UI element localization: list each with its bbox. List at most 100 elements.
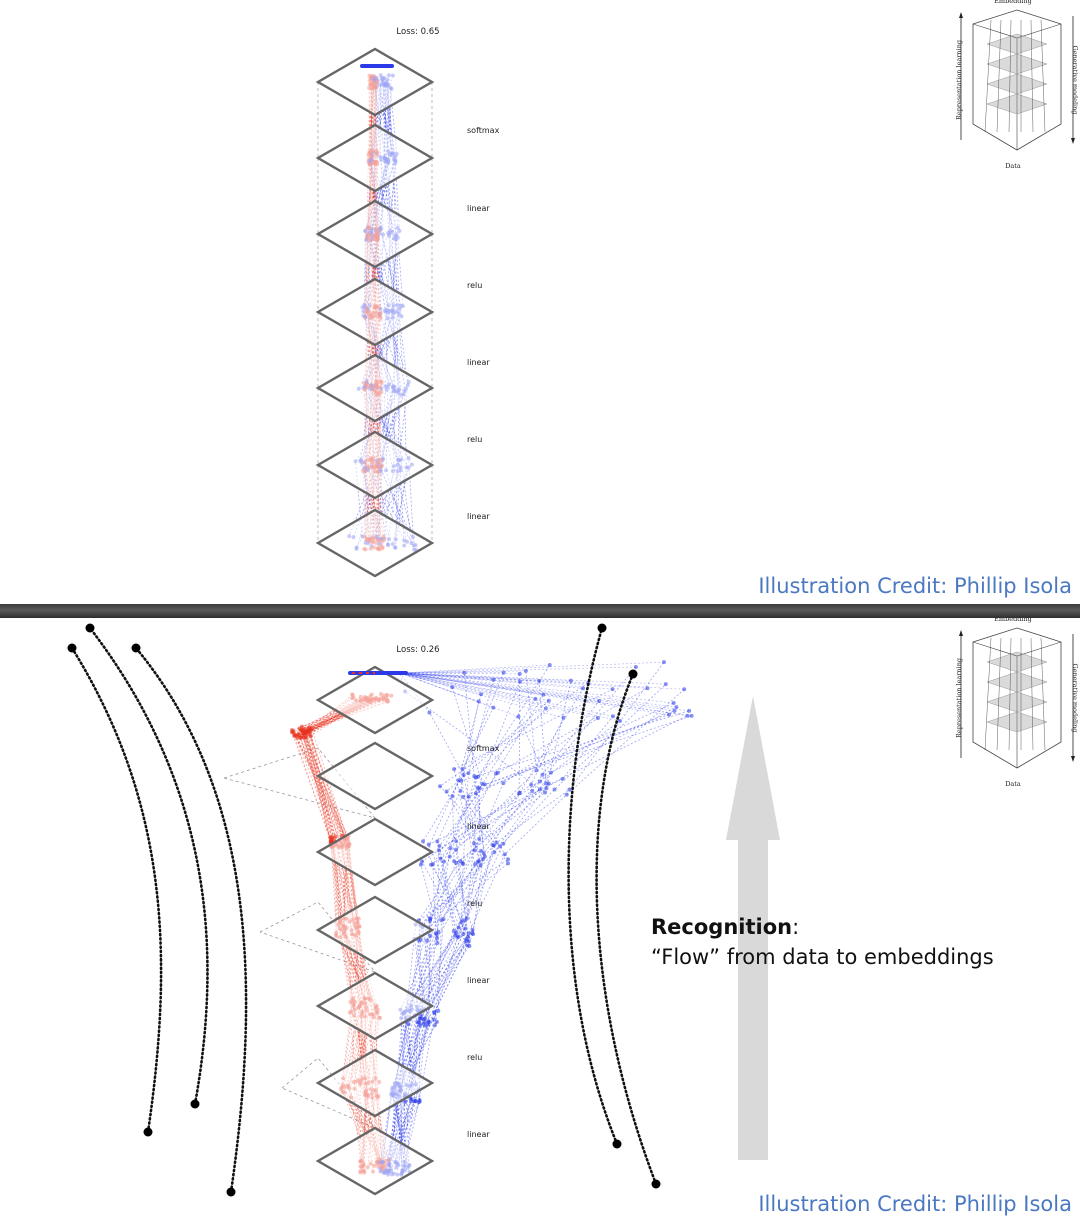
dotted-flow-curve	[595, 672, 658, 1186]
point-class-b	[689, 713, 694, 718]
point-class-b	[610, 687, 615, 692]
point-class-b	[418, 1016, 423, 1021]
point-class-b	[560, 776, 565, 781]
loss-label: Loss: 0.26	[396, 645, 439, 655]
point-class-b	[403, 1099, 408, 1104]
point-class-b	[421, 839, 426, 844]
trajectory-class-b	[399, 672, 600, 702]
concept-cube	[972, 627, 1062, 769]
layer-op-label: linear	[467, 358, 490, 367]
layer-edge	[223, 747, 377, 819]
point-class-b	[461, 918, 466, 923]
point-class-b	[427, 918, 432, 923]
point-class-b	[424, 938, 429, 943]
point-class-b	[543, 781, 548, 786]
concept-flow-line	[984, 19, 992, 133]
point-class-b	[432, 1010, 437, 1015]
point-class-b	[478, 863, 483, 868]
point-class-b	[423, 1020, 428, 1025]
point-class-b	[533, 696, 538, 701]
layer-plane	[315, 1126, 435, 1196]
layer-op-label: linear	[467, 1130, 490, 1139]
point-class-b	[534, 768, 539, 773]
point-class-b	[517, 791, 522, 796]
concept-left-arrowhead	[959, 630, 963, 636]
point-class-b	[465, 943, 470, 948]
point-class-b	[450, 794, 455, 799]
layer-plane	[315, 971, 435, 1041]
trajectory-class-b	[399, 666, 636, 674]
concept-layer-plane	[986, 671, 1048, 693]
trajectory-class-b	[400, 715, 688, 1173]
point-class-b	[431, 1017, 436, 1022]
concept-right-label: Generative modeling	[1071, 664, 1079, 733]
point-class-b	[456, 925, 461, 930]
point-class-b	[480, 781, 485, 786]
concept-flow-line	[996, 637, 1002, 751]
point-class-a	[302, 731, 307, 736]
point-class-b	[452, 767, 457, 772]
point-class-b	[438, 856, 443, 861]
point-class-b	[448, 846, 453, 851]
trajectory-class-b	[399, 672, 613, 690]
dotted-flow-curve	[70, 646, 163, 1134]
concept-layer-plane	[986, 53, 1048, 75]
flow-curve-start-dot	[612, 1139, 622, 1149]
point-class-b	[493, 771, 498, 776]
point-class-b	[418, 862, 423, 867]
point-class-b	[435, 940, 440, 945]
trajectory-class-b	[399, 672, 648, 689]
point-class-b	[674, 705, 679, 710]
point-class-b	[523, 668, 528, 673]
layer-plane	[315, 508, 435, 578]
point-class-b	[454, 847, 459, 852]
flow-curve-start-dot	[143, 1127, 153, 1137]
point-class-b	[458, 788, 463, 793]
point-class-b	[518, 679, 523, 684]
point-class-b	[453, 933, 458, 938]
recognition-caption: Recognition: “Flow” from data to embeddi…	[651, 912, 994, 972]
layer-plane	[315, 277, 435, 347]
layer-op-label: relu	[467, 435, 482, 444]
concept-top-label: Embedding	[994, 618, 1032, 623]
trajectory-class-b	[399, 672, 598, 719]
layer-op-label: softmax	[467, 126, 500, 135]
layer-op-label: linear	[467, 512, 490, 521]
point-class-b	[672, 708, 677, 713]
point-class-b	[436, 1008, 441, 1013]
layer-plane	[315, 817, 435, 887]
point-class-b	[406, 1022, 411, 1027]
concept-flow-line	[984, 637, 992, 751]
trajectory-class-b	[399, 672, 677, 708]
point-class-b	[552, 787, 557, 792]
point-class-b	[517, 671, 522, 676]
point-class-b	[417, 1020, 422, 1025]
point-class-b	[471, 841, 476, 846]
point-class-b	[442, 859, 447, 864]
point-class-b	[617, 718, 622, 723]
point-class-b	[543, 790, 548, 795]
trajectory-class-b	[399, 672, 692, 717]
point-class-b	[423, 1016, 428, 1021]
trajectory-class-b	[399, 672, 536, 700]
trajectory-class-b	[399, 672, 666, 685]
trajectory-class-b	[399, 672, 479, 702]
point-class-b	[417, 1099, 422, 1104]
point-class-b	[477, 836, 482, 841]
layer-op-label: relu	[467, 1053, 482, 1062]
point-class-b	[428, 934, 433, 939]
point-class-b	[506, 861, 511, 866]
trajectory-class-b	[399, 664, 550, 674]
point-class-b	[610, 714, 615, 719]
dotted-flow-curve	[567, 626, 619, 1146]
point-class-b	[460, 766, 465, 771]
trajectory-class-b	[399, 672, 494, 708]
point-class-b	[473, 791, 478, 796]
layer-op-label: linear	[467, 822, 490, 831]
point-class-b	[538, 779, 543, 784]
concept-top-label: Embedding	[994, 0, 1032, 5]
flow-curve-start-dot	[190, 1099, 200, 1109]
dotted-flow-curve	[134, 646, 248, 1194]
point-class-b	[491, 705, 496, 710]
